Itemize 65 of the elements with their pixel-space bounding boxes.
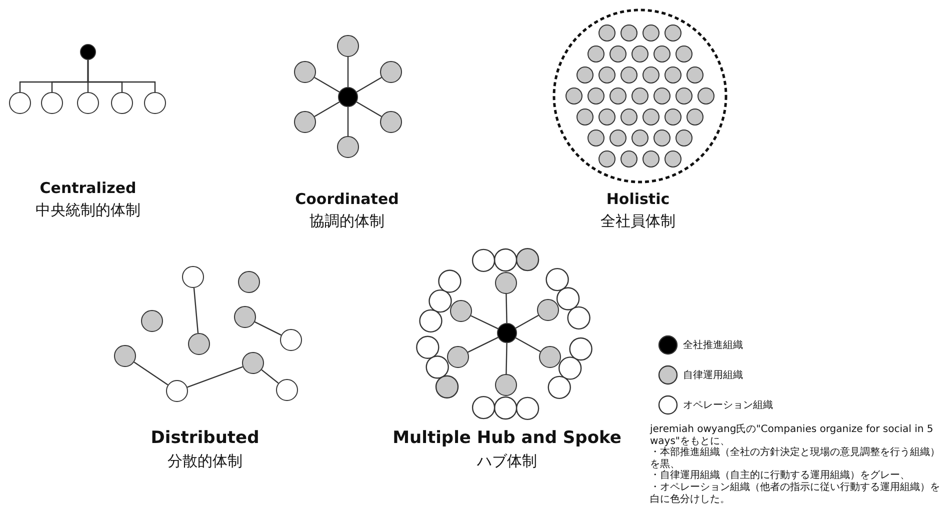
circle-node [338, 87, 358, 107]
title-text: Coordinated [295, 190, 399, 208]
circle-node [80, 44, 96, 60]
connector-line [254, 321, 282, 336]
legend-text: 全社推進組織 [683, 338, 743, 352]
note-text: jeremiah owyang氏の"Companies organize for social in 5 ways"をもとに、 [650, 424, 934, 447]
note-text: ・自律運用組織（自主的に行動する運用組織）をグレー、 [650, 470, 911, 482]
circle-node [234, 306, 256, 328]
connector-line [314, 77, 340, 92]
circle-node [447, 346, 469, 368]
connector-line [187, 366, 243, 388]
circle-node [450, 300, 472, 322]
connector-line [468, 336, 498, 353]
circle-node [166, 380, 188, 402]
connector-line [470, 315, 498, 330]
connector-line [506, 294, 508, 324]
japanese-title-text: 全社員体制 [600, 212, 676, 231]
circle-node [495, 272, 517, 294]
circle-node [337, 136, 359, 158]
circle-node [182, 266, 204, 288]
circle-node [294, 61, 316, 83]
circle-node [537, 299, 559, 321]
connector-line [193, 288, 199, 334]
title-text: Multiple Hub and Spoke [392, 428, 622, 448]
circle-node [144, 92, 166, 114]
connector-line [347, 107, 349, 136]
circle-node [280, 329, 302, 351]
connector-line [87, 60, 156, 92]
connector-line [134, 362, 168, 386]
japanese-title-text: 協調的体制 [310, 212, 384, 231]
circle-node [380, 61, 402, 83]
japanese-title-text: 中央統制的体制 [36, 201, 140, 220]
circle-node [141, 310, 163, 332]
connector-line [356, 102, 382, 117]
connector-line [515, 337, 541, 352]
connector-line [347, 57, 349, 87]
circle-node [276, 379, 298, 401]
circle-node [238, 271, 260, 293]
circle-node [337, 35, 359, 57]
circle-node [41, 92, 63, 114]
connector-line [506, 342, 508, 374]
japanese-title-text: 分散的体制 [168, 452, 242, 471]
circle-node [9, 92, 31, 114]
connector-line [261, 369, 279, 384]
note-text: ・本部推進組織（全社の方針決定と現場の意見調整を行う組織）を黒、 [650, 447, 941, 470]
circle-node [294, 111, 316, 133]
connector-line [314, 102, 340, 117]
circle-node [497, 323, 517, 343]
circle-node [495, 374, 517, 396]
legend-text: オペレーション組織 [683, 398, 773, 412]
title-text: Distributed [150, 428, 260, 448]
circle-node [380, 111, 402, 133]
title-text: Centralized [40, 179, 136, 197]
title-text: Holistic [606, 190, 670, 208]
connector-line [515, 314, 539, 329]
legend-text: 自律運用組織 [683, 368, 743, 382]
circle-node [242, 352, 264, 374]
circle-node [114, 345, 136, 367]
note-text: ・オペレーション組織（他者の指示に従い行動する運用組織）を白に色分けした。 [650, 482, 941, 506]
japanese-title-text: ハブ体制 [477, 452, 537, 471]
circle-node [111, 92, 133, 114]
circle-node [77, 92, 99, 114]
connector-line [356, 77, 382, 92]
circle-node [188, 333, 210, 355]
circle-node [539, 346, 561, 368]
